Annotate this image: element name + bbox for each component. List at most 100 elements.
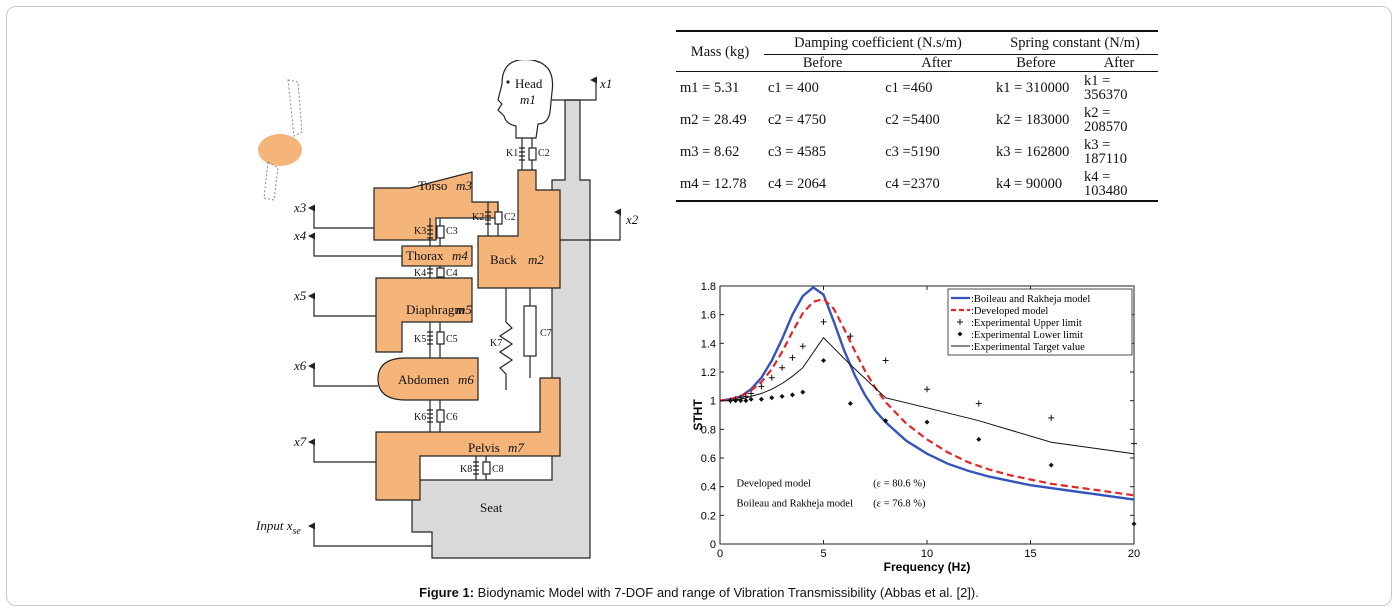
- legend-entry: :Experimental Upper limit: [971, 318, 1082, 329]
- upper-limit-point: [758, 383, 765, 390]
- c7-label: C7: [540, 328, 552, 339]
- y-tick-label: 0.2: [701, 510, 716, 522]
- k5-label: K5: [414, 334, 426, 345]
- legend-box: [947, 288, 1133, 356]
- table-row: m4 = 12.78 c4 = 2064 c4 =2370 k4 = 90000…: [676, 168, 1158, 202]
- series-line-4: [720, 336, 1135, 455]
- upper-limit-point: [820, 318, 827, 325]
- upper-limit-point: [975, 400, 982, 407]
- spring-before-cell: k3 = 162800: [996, 144, 1070, 160]
- pelvis-label: Pelvis: [468, 440, 500, 455]
- back-mass: m2: [528, 252, 544, 267]
- damping-after-cell: c1 =460: [885, 80, 933, 96]
- damping-before-cell: c3 = 4585: [768, 144, 827, 160]
- upper-limit-point: [748, 390, 755, 397]
- y-tick-label: 0.6: [701, 453, 716, 465]
- series-line-1: [719, 297, 1135, 497]
- upper-limit-point: [768, 374, 775, 381]
- damping-before-cell: c1 = 400: [768, 80, 819, 96]
- torso-mass: m3: [456, 178, 472, 193]
- c3-label: C3: [446, 226, 458, 237]
- x-tick-label: 10: [921, 548, 933, 560]
- legend-entry: :Experimental Target value: [971, 342, 1085, 353]
- damping-after-cell: c4 =2370: [881, 168, 992, 202]
- abdomen-segment: [377, 357, 479, 401]
- x-axis-label: Frequency (Hz): [884, 560, 971, 574]
- mass-cell: m3 = 8.62: [680, 144, 740, 160]
- caption-label: Figure 1:: [419, 585, 475, 600]
- torso-segment: [373, 171, 499, 241]
- upper-limit-point: [1131, 440, 1137, 447]
- lower-limit-point: [779, 393, 785, 399]
- lower-limit-point: [847, 401, 853, 407]
- k7-label: K7: [490, 338, 502, 349]
- upper-limit-point: [882, 357, 889, 364]
- y-tick-label: 1.4: [701, 338, 716, 350]
- table-row: m3 = 8.62 c3 = 4585 c3 =5190 k3 = 162800…: [676, 136, 1158, 168]
- x5-label: x5: [293, 288, 307, 303]
- c2b-label: C2: [504, 212, 516, 223]
- c2a-label: C2: [538, 148, 550, 159]
- input-label: Input xse: [255, 518, 301, 537]
- abdomen-label: Abdomen: [398, 372, 450, 387]
- diaphragm-segment: [375, 277, 473, 353]
- damping-after-cell: c2 =5400: [885, 112, 940, 128]
- damping-after-header: After: [881, 54, 992, 72]
- spring-after-cell: k1 = 356370: [1084, 73, 1128, 103]
- k4-label: K4: [414, 268, 426, 279]
- upper-limit-point: [1048, 414, 1055, 421]
- damping-header: Damping coefficient (N.s/m): [764, 30, 992, 55]
- x1-label: x1: [599, 76, 612, 91]
- lower-limit-point: [769, 395, 775, 401]
- spring-before-header: Before: [992, 54, 1080, 72]
- spring-before-cell: k2 = 183000: [996, 112, 1070, 128]
- lower-limit-point: [821, 358, 826, 364]
- upper-limit-point: [789, 354, 796, 361]
- table-row: m1 = 5.31 c1 = 400 c1 =460 k1 = 310000 k…: [676, 72, 1158, 105]
- annotation-text: Developed model: [737, 479, 811, 490]
- table-row: m2 = 28.49 c2 = 4750 c2 =5400 k2 = 18300…: [676, 104, 1158, 136]
- arm-sketch: [258, 79, 303, 201]
- mass-header: Mass (kg): [676, 30, 764, 72]
- displacement-arrows: [308, 76, 622, 547]
- legend-entry: :Developed model: [971, 306, 1048, 317]
- upper-limit-point: [847, 333, 854, 340]
- spring-after-cell: k2 = 208570: [1084, 105, 1128, 135]
- back-label: Back: [490, 252, 517, 267]
- legend-swatch: [957, 319, 963, 325]
- y-tick-label: 0.4: [701, 482, 716, 494]
- c4-label: C4: [446, 268, 458, 279]
- y-tick-label: 1.8: [701, 281, 716, 293]
- x-tick-label: 0: [717, 548, 723, 560]
- spring-before-cell: k4 = 90000: [992, 168, 1080, 202]
- seat-label: Seat: [480, 500, 503, 515]
- upper-limit-point: [799, 343, 806, 350]
- damping-before-cell: c2 = 4750: [768, 112, 827, 128]
- head-segment: Head m1: [497, 60, 554, 139]
- spring-after-header: After: [1080, 54, 1158, 72]
- k1-label: K1: [506, 148, 518, 159]
- spring-after-cell: k3 = 187110: [1084, 137, 1127, 167]
- lower-limit-point: [733, 398, 739, 404]
- y-tick-label: 0: [710, 539, 716, 551]
- caption-text: Biodynamic Model with 7-DOF and range of…: [474, 585, 979, 600]
- lower-limit-point: [976, 436, 982, 442]
- c5-label: C5: [446, 334, 458, 345]
- legend-entry: :Experimental Lower limit: [971, 330, 1083, 341]
- thorax-label: Thorax: [406, 248, 444, 263]
- c8-label: C8: [492, 464, 504, 475]
- damping-before-header: Before: [764, 54, 882, 72]
- head-label: Head: [515, 76, 543, 91]
- legend-entry: :Boileau and Rakheja model: [971, 294, 1090, 305]
- thorax-mass: m4: [452, 248, 468, 263]
- y-tick-label: 1.2: [701, 367, 716, 379]
- y-axis-label: STHT: [691, 399, 705, 431]
- pelvis-segment: [375, 377, 561, 501]
- legend-swatch: [957, 331, 963, 337]
- x4-label: x4: [293, 228, 307, 243]
- lower-limit-point: [883, 418, 889, 424]
- k8-label: K8: [460, 464, 472, 475]
- pelvis-mass: m7: [508, 440, 524, 455]
- figure-caption: Figure 1: Biodynamic Model with 7-DOF an…: [0, 585, 1398, 600]
